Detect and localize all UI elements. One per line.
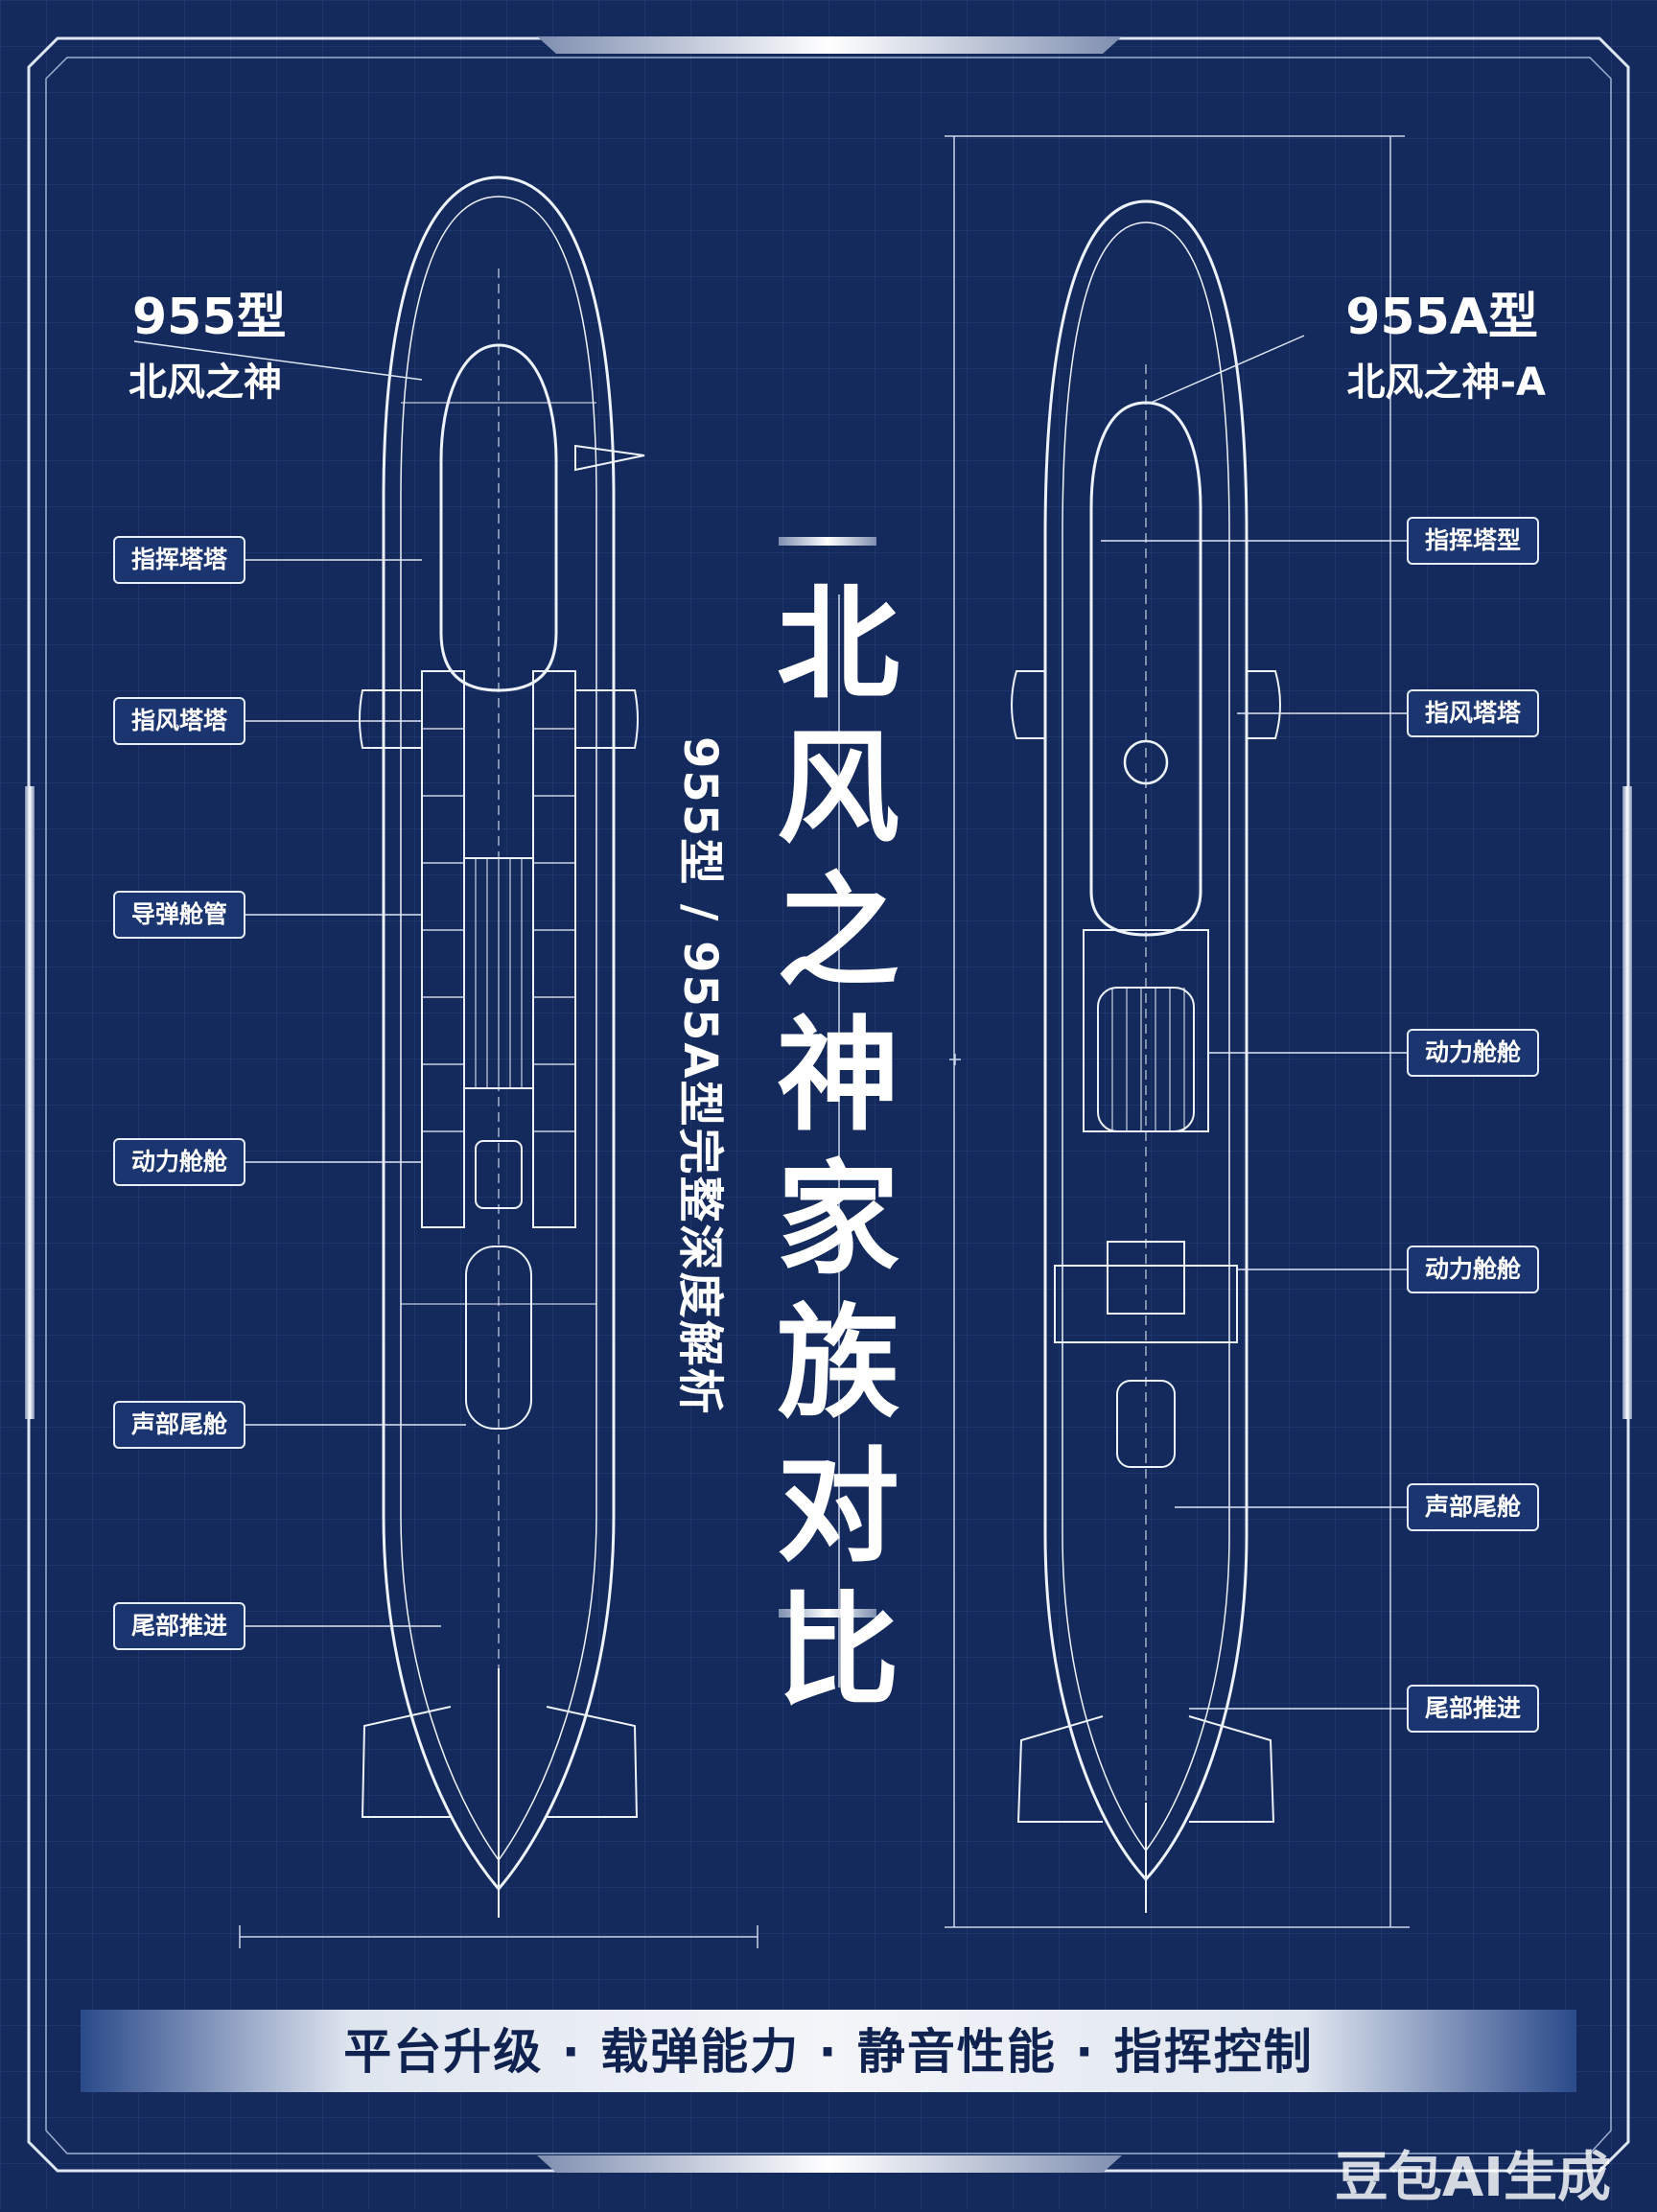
right-type-label: 955A型 [1345,289,1538,346]
main-title: 北风之神家族对比 [776,573,899,1723]
right-callout-1: 指挥塔型 [1407,517,1539,565]
left-callout-3: 导弹舱管 [113,891,245,939]
right-callout-3: 动力舱舱 [1407,1029,1539,1077]
ai-watermark: 豆包AI生成 [1334,2147,1611,2209]
left-callout-6: 尾部推进 [113,1602,245,1650]
right-callout-5: 声部尾舱 [1407,1483,1539,1531]
right-callout-2: 指风塔塔 [1407,689,1539,737]
outer-frame [27,36,1630,2173]
left-type-label: 955型 [132,289,287,346]
title-brackets [779,537,876,1618]
tagline-banner [81,2010,1576,2092]
callout-leaders [133,335,1407,1710]
dimension-lines [239,135,1410,1948]
left-callout-1: 指挥塔塔 [113,536,245,584]
frame-accents [25,36,1632,2173]
right-callout-6: 尾部推进 [1407,1685,1539,1733]
right-name-label: 北风之神-A [1346,361,1546,405]
submarine-955-drawing [359,175,645,1918]
submarine-955a-drawing [1011,199,1281,1913]
left-callout-5: 声部尾舱 [113,1401,245,1449]
right-callout-4: 动力舱舱 [1407,1246,1539,1293]
left-callout-2: 指风塔塔 [113,697,245,745]
left-callout-4: 动力舱舱 [113,1138,245,1186]
left-name-label: 北风之神 [128,361,282,405]
subtitle: 955型 / 955A型完整深度解析 [673,736,727,1416]
tagline: 平台升级 · 载弹能力 · 静音性能 · 指挥控制 [343,2024,1314,2080]
